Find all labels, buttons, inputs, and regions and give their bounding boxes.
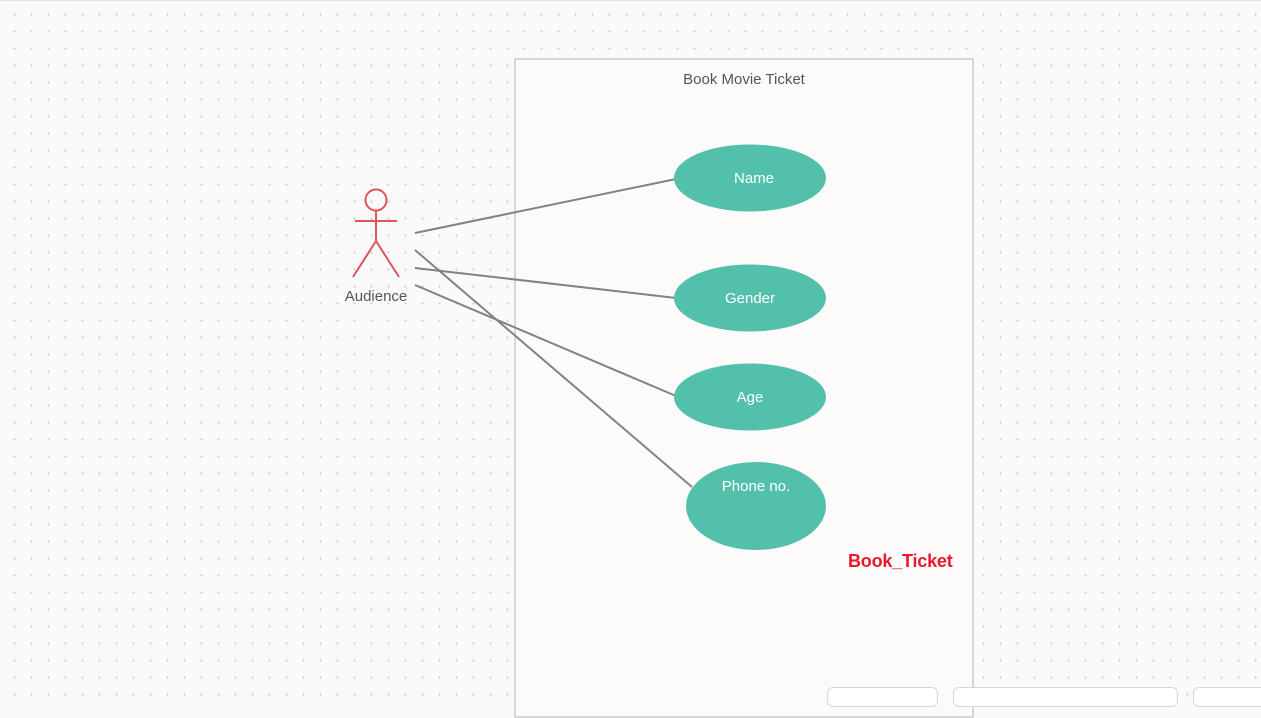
use-case-phone[interactable]: Phone no. [686, 462, 826, 550]
use-case-age[interactable]: Age [674, 363, 826, 431]
use-case-name-label: Name [734, 170, 774, 187]
association-gender[interactable] [414, 267, 677, 299]
actor-label: Audience [344, 288, 408, 305]
association-name[interactable] [414, 178, 677, 234]
association-phone[interactable] [414, 249, 693, 488]
bottom-toolbar-tab-3[interactable] [1193, 687, 1261, 707]
actor-stick-figure-icon[interactable] [352, 188, 400, 278]
annotation-label[interactable]: Book_Ticket [848, 551, 953, 571]
association-age[interactable] [414, 284, 677, 397]
use-case-gender-label: Gender [725, 290, 775, 307]
use-case-phone-label: Phone no. [722, 478, 790, 495]
diagram-layer: Name Gender Age Phone no. [352, 144, 826, 550]
use-case-age-label: Age [737, 389, 764, 406]
use-case-name[interactable]: Name [674, 144, 826, 212]
use-case-gender[interactable]: Gender [674, 264, 826, 332]
bottom-toolbar-tab-2[interactable] [953, 687, 1178, 707]
system-title: Book Movie Ticket [683, 71, 805, 88]
bottom-toolbar-tab-1[interactable] [827, 687, 938, 707]
